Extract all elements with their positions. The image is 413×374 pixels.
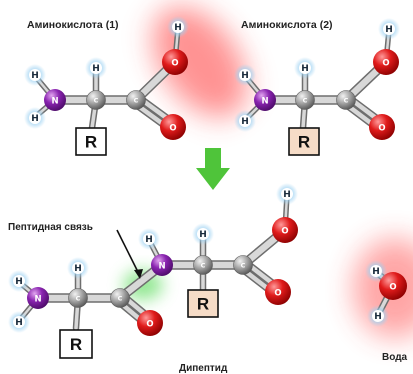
dp-carbonyl-oxygen-2: O (265, 279, 291, 305)
aa1-amine-hydrogen-1: H (24, 64, 46, 86)
aa2-alpha-carbon-symbol: C (303, 97, 308, 105)
aa1-carbonyl-oxygen: O (160, 114, 186, 140)
dp-carbonyl-carbon-1-symbol: C (118, 295, 123, 303)
aa2-hydroxyl-oxygen: O (373, 49, 399, 75)
aa1-carbonyl-oxygen-symbol: O (169, 124, 176, 134)
dp-radical-box-1-letter: R (70, 335, 82, 354)
dp-terminal-nitrogen: N (27, 287, 49, 309)
dp-alpha-hydrogen-1-symbol: H (74, 264, 82, 274)
aa1-alpha-hydrogen-symbol: H (92, 64, 100, 74)
dp-amide-nitrogen-symbol: N (158, 262, 165, 272)
label-amino-acid-2: Аминокислота (2) (241, 19, 333, 31)
aa2-nitrogen-symbol: N (261, 97, 268, 107)
water-hydrogen-2: H (367, 305, 389, 327)
aa2-carboxyl-carbon-symbol: C (344, 97, 349, 105)
dp-amine-hydrogen-2: H (8, 311, 30, 333)
aa2-amine-hydrogen-1: H (234, 64, 256, 86)
water-oxygen: O (379, 272, 407, 300)
water-hydrogen-1: H (365, 260, 387, 282)
dp-amine-hydrogen-1: H (8, 270, 30, 292)
dp-alpha-hydrogen-1: H (67, 257, 89, 279)
dp-alpha-carbon-1-symbol: C (76, 295, 81, 303)
label-amino-acid-1: Аминокислота (1) (27, 19, 119, 31)
dp-amide-hydrogen: H (138, 228, 160, 250)
label-water: Вода (382, 352, 408, 363)
dp-carboxyl-carbon-symbol: C (241, 262, 246, 270)
dp-carbonyl-oxygen-1-symbol: O (146, 320, 153, 330)
dp-alpha-hydrogen-2: H (192, 223, 214, 245)
aa1-nitrogen: N (44, 89, 66, 111)
aa1-hydroxyl-oxygen-symbol: O (171, 59, 178, 69)
aa1-radical-box-letter: R (85, 133, 97, 152)
aa1-alpha-hydrogen: H (85, 57, 107, 79)
aa1-alpha-carbon: C (86, 90, 106, 110)
dp-alpha-carbon-2: C (193, 255, 213, 275)
aa2-hydroxyl-oxygen-symbol: O (382, 59, 389, 69)
dp-alpha-carbon-1: C (68, 288, 88, 308)
aa2-radical-box-letter: R (298, 133, 310, 152)
aa1-hydroxyl-oxygen: O (162, 49, 188, 75)
aa2-carbonyl-oxygen-symbol: O (378, 124, 385, 134)
dp-hydroxyl-hydrogen: H (276, 183, 298, 205)
aa2-nitrogen: N (254, 89, 276, 111)
aa2-radical-box: R (288, 127, 320, 156)
aa2-amine-hydrogen-1-symbol: H (241, 71, 249, 81)
dp-radical-box-1: R (59, 329, 93, 359)
aa2-alpha-carbon: C (295, 90, 315, 110)
reaction-arrow (196, 148, 230, 190)
aa1-nitrogen-symbol: N (51, 97, 58, 107)
aa1-carboxyl-carbon: C (126, 90, 146, 110)
aa2-amine-hydrogen-2: H (234, 110, 256, 132)
label-peptide-bond: Пептидная связь (8, 222, 93, 233)
aa1-amine-hydrogen-1-symbol: H (31, 71, 39, 81)
dp-amine-hydrogen-2-symbol: H (15, 318, 23, 328)
aa1-amine-hydrogen-2: H (24, 107, 46, 129)
aa2-alpha-hydrogen: H (294, 57, 316, 79)
dp-hydroxyl-oxygen: O (272, 217, 298, 243)
dp-amide-hydrogen-symbol: H (145, 235, 153, 245)
dp-amine-hydrogen-1-symbol: H (15, 277, 23, 287)
water-hydrogen-2-symbol: H (374, 312, 382, 322)
aa2-alpha-hydrogen-symbol: H (301, 64, 309, 74)
dp-carbonyl-carbon-1: C (110, 288, 130, 308)
aa1-hydroxyl-hydrogen-symbol: H (174, 23, 182, 33)
dp-carbonyl-oxygen-1: O (137, 310, 163, 336)
dp-terminal-nitrogen-symbol: N (34, 295, 41, 305)
dp-carbonyl-oxygen-2-symbol: O (274, 289, 281, 299)
dp-amide-nitrogen: N (151, 254, 173, 276)
aa2-amine-hydrogen-2-symbol: H (241, 117, 249, 127)
aa2-hydroxyl-hydrogen: H (378, 18, 400, 40)
aa2-hydroxyl-hydrogen-symbol: H (385, 25, 393, 35)
aa1-alpha-carbon-symbol: C (94, 97, 99, 105)
water-oxygen-symbol: O (389, 283, 396, 293)
peptide-bond-pointer (116, 229, 143, 279)
aa1-carboxyl-carbon-symbol: C (134, 97, 139, 105)
dp-alpha-hydrogen-2-symbol: H (199, 230, 207, 240)
dp-radical-box-2: R (187, 289, 219, 318)
dp-hydroxyl-oxygen-symbol: O (281, 227, 288, 237)
aa1-hydroxyl-hydrogen: H (167, 16, 189, 38)
aa1-radical-box: R (75, 127, 107, 156)
water-hydrogen-1-symbol: H (372, 267, 380, 277)
label-dipeptide: Дипептид (179, 363, 228, 374)
aa2-carbonyl-oxygen: O (369, 114, 395, 140)
dp-carboxyl-carbon: C (233, 255, 253, 275)
dp-alpha-carbon-2-symbol: C (201, 262, 206, 270)
aa2-carboxyl-carbon: C (336, 90, 356, 110)
dp-hydroxyl-hydrogen-symbol: H (283, 190, 291, 200)
dp-radical-box-2-letter: R (197, 295, 209, 314)
aa1-amine-hydrogen-2-symbol: H (31, 114, 39, 124)
